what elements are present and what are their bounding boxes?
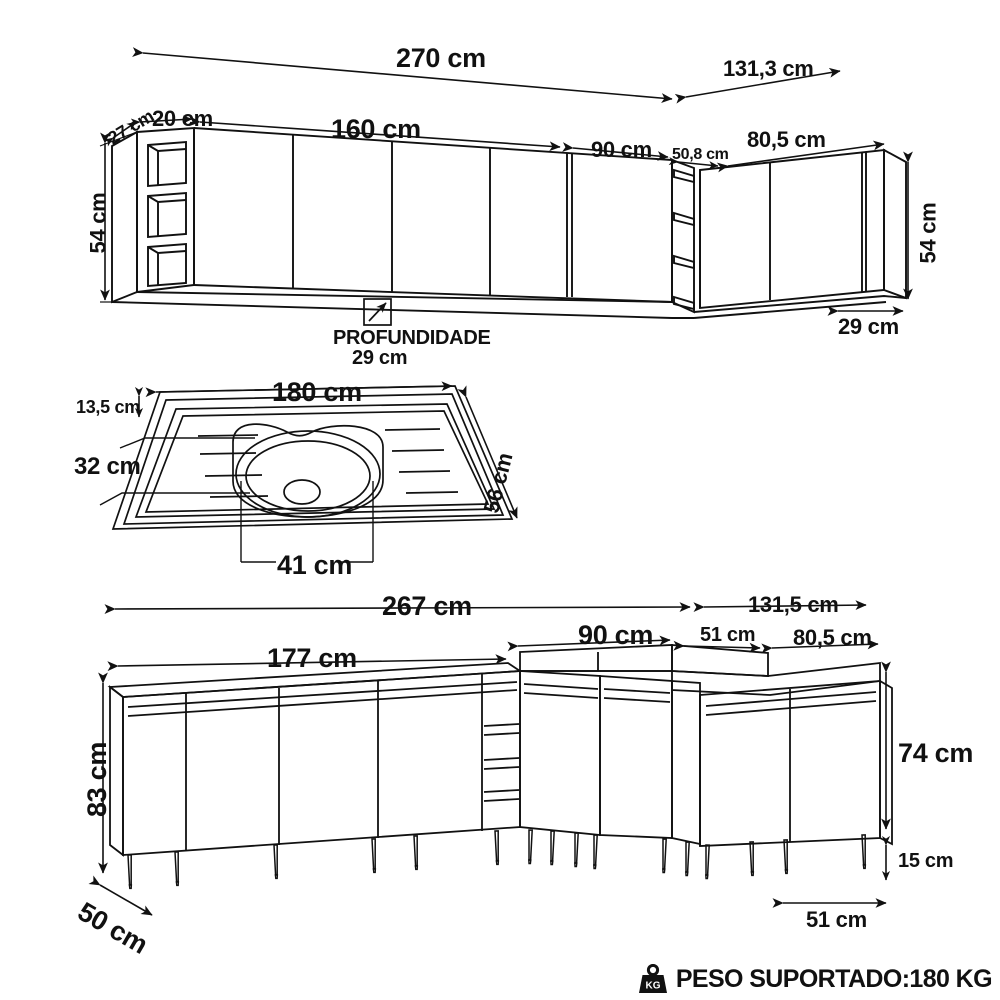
lower-dimension-lines [88, 600, 891, 916]
dim-upper-total-left: 270 cm [396, 43, 486, 73]
dim-sink-width: 180 cm [272, 377, 362, 407]
dim-upper-niche-width: 20 cm [152, 106, 213, 131]
dim-basin-width: 41 cm [277, 550, 353, 580]
dim-upper-height-left: 54 cm [85, 192, 111, 254]
weight-capacity-badge: KG PESO SUPORTADO:180 KG [636, 963, 993, 994]
upper-dimension-lines [99, 47, 913, 316]
dim-lower-leg-height: 15 cm [898, 850, 954, 872]
kg-weight-icon: KG [636, 963, 670, 994]
dim-upper-door-run-160: 160 cm [331, 114, 421, 144]
depth-callout-value: 29 cm [352, 347, 408, 369]
dim-lower-depth-right: 51 cm [806, 907, 867, 932]
dim-upper-height-right: 54 cm [915, 202, 941, 264]
sink-dimension-lines [99, 381, 518, 563]
depth-callout-label: PROFUNDIDADE [333, 327, 491, 349]
dim-lower-right-run: 80,5 cm [793, 625, 872, 650]
upper-cabinet-group [111, 126, 907, 319]
dim-lower-height-left: 83 cm [82, 741, 113, 818]
dim-lower-corner-51: 51 cm [700, 624, 756, 646]
dim-lower-height-right: 74 cm [898, 738, 974, 768]
dim-upper-right-run: 80,5 cm [747, 127, 826, 152]
dim-upper-corner-width: 50,8 cm [672, 146, 729, 163]
dim-lower-total-right: 131,5 cm [748, 592, 839, 617]
sink-group [111, 385, 514, 530]
dim-lower-counter-177: 177 cm [267, 643, 357, 673]
dim-upper-door-run-90: 90 cm [591, 137, 652, 162]
weight-capacity-text: PESO SUPORTADO:180 KG [675, 964, 993, 993]
dim-upper-depth-right: 29 cm [838, 314, 899, 339]
dim-sink-rim-height: 13,5 cm [76, 397, 140, 417]
dim-upper-total-right: 131,3 cm [723, 56, 814, 81]
dim-sink-front-depth: 32 cm [74, 453, 141, 480]
cabinet-legs [127, 829, 867, 890]
depth-icon [363, 298, 392, 326]
lower-cabinet-group [107, 644, 893, 857]
dim-lower-module-90: 90 cm [578, 620, 654, 650]
svg-text:KG: KG [645, 981, 660, 992]
dim-lower-total-left: 267 cm [382, 591, 472, 621]
